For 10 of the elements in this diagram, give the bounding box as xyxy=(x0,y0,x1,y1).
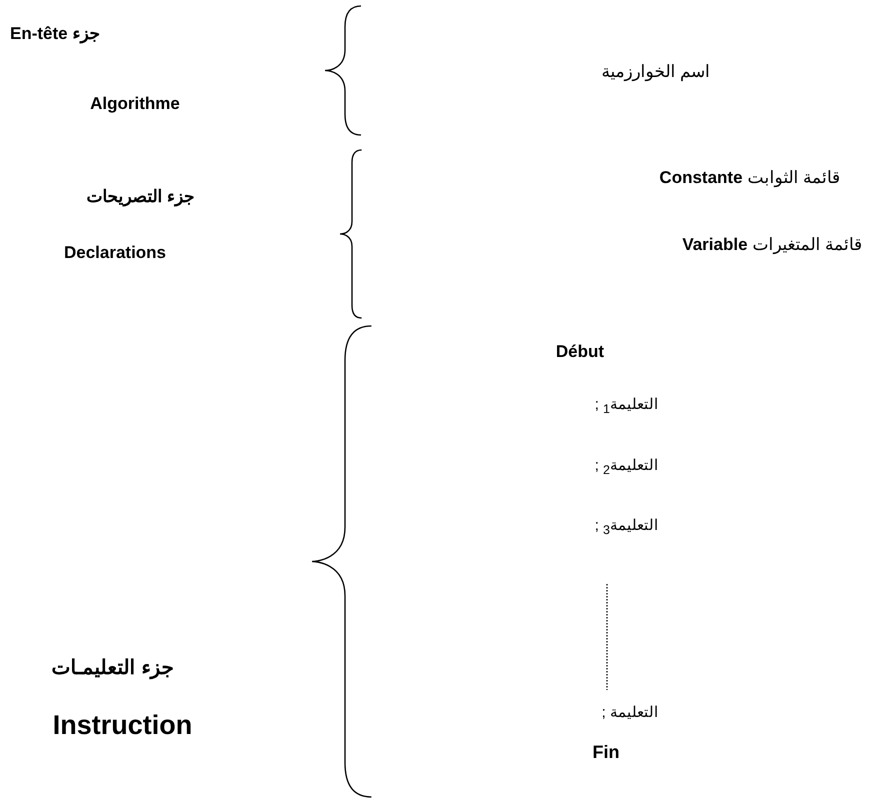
section-heading: جزء التعليمـات xyxy=(50,656,174,680)
section-heading: Instruction xyxy=(52,708,194,742)
instruction-line: التعليمة ; xyxy=(600,704,658,722)
section-heading: جزء En-tête xyxy=(10,24,102,44)
section-heading: Algorithme xyxy=(89,94,181,114)
keyword: Fin xyxy=(592,742,620,764)
section-heading: جزء التصريحات xyxy=(85,186,195,208)
section-heading: Declarations xyxy=(62,242,168,264)
keyword: Début xyxy=(554,342,606,362)
description-text: اسم الخوارزمية xyxy=(600,62,710,82)
